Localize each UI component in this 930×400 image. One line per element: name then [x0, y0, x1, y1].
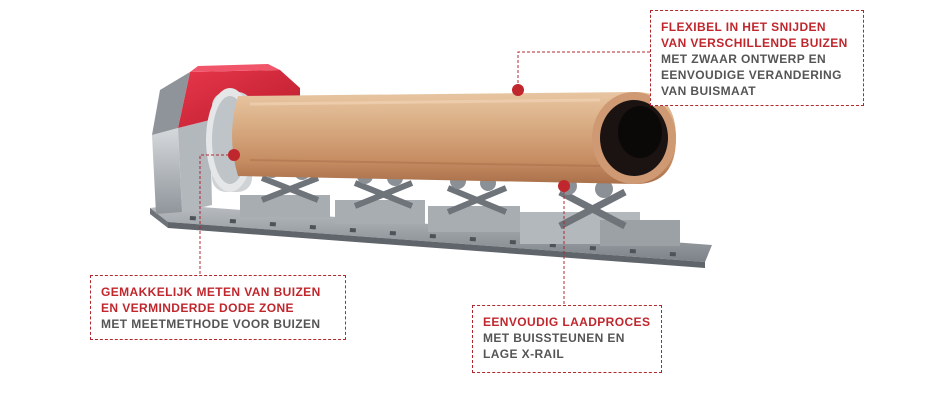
callout-laden-sub-2: LAGE X-RAIL: [483, 347, 565, 361]
callout-flexibel-sub-2: EENVOUDIGE VERANDERING: [661, 68, 842, 82]
x-rail: [150, 205, 712, 268]
callout-flexibel-title-2: VAN VERSCHILLENDE BUIZEN: [661, 36, 848, 50]
callout-flexibel-title-1: FLEXIBEL IN HET SNIJDEN: [661, 20, 827, 34]
marker-flexibel: [512, 84, 524, 96]
callout-laden-sub-1: MET BUISSTEUNEN EN: [483, 331, 625, 345]
callout-meten: GEMAKKELIJK METEN VAN BUIZEN EN VERMINDE…: [90, 275, 346, 340]
callout-flexibel-sub-1: MET ZWAAR ONTWERP EN: [661, 52, 827, 66]
callout-meten-sub-1: MET MEETMETHODE VOOR BUIZEN: [101, 317, 321, 331]
callout-flexibel-sub-3: VAN BUISMAAT: [661, 84, 757, 98]
pipe-support-2: [335, 168, 425, 224]
marker-meten: [228, 149, 240, 161]
pipe: [232, 92, 676, 184]
marker-laden: [558, 180, 570, 192]
callout-flexibel: FLEXIBEL IN HET SNIJDEN VAN VERSCHILLEND…: [650, 10, 864, 106]
callout-meten-title-2: EN VERMINDERDE DODE ZONE: [101, 301, 294, 315]
pipe-support-3: [428, 173, 520, 232]
callout-leaders: [199, 51, 650, 305]
callout-laden: EENVOUDIG LAADPROCES MET BUISSTEUNEN EN …: [472, 305, 662, 373]
callout-meten-title-1: GEMAKKELIJK METEN VAN BUIZEN: [101, 285, 321, 299]
pipe-support-4: [520, 177, 680, 246]
callout-laden-title-1: EENVOUDIG LAADPROCES: [483, 315, 651, 329]
pipe-support-1: [240, 162, 330, 217]
